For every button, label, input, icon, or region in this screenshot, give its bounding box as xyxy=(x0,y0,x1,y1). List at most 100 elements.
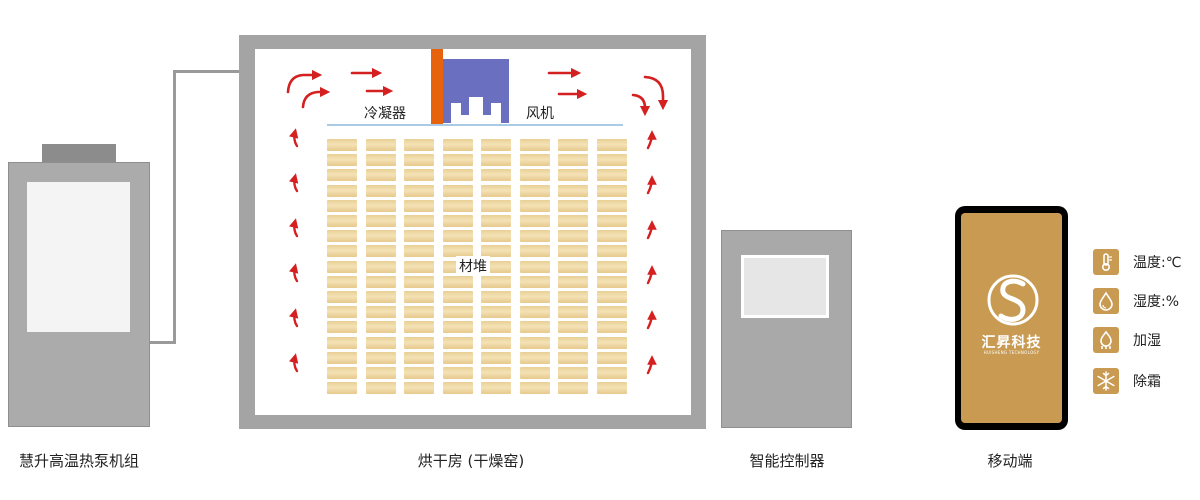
wood-stack-bar xyxy=(327,230,357,243)
wood-stack-bar xyxy=(365,184,396,197)
wood-stack-bar xyxy=(327,169,357,182)
wood-stack-bar xyxy=(365,199,396,212)
wood-stack-bar xyxy=(442,199,473,212)
wood-stack-bar xyxy=(442,291,473,303)
legend-item-humidify: 加湿 xyxy=(1093,326,1161,354)
wood-stack-bar xyxy=(519,139,550,151)
wood-stack-bar xyxy=(596,215,627,227)
wood-stack-bar xyxy=(519,245,550,258)
wood-stack-bar xyxy=(481,291,511,303)
thermometer-icon xyxy=(1093,249,1119,275)
wood-stack-bar xyxy=(558,336,588,349)
wood-stack-bar xyxy=(327,306,357,319)
wood-stack-bar xyxy=(596,230,627,243)
wood-stack-bar xyxy=(365,215,396,227)
wood-stack-bar xyxy=(327,154,357,167)
wood-stack-bar xyxy=(558,139,588,151)
wood-stack-bar xyxy=(404,230,434,243)
wood-stack-bar xyxy=(327,367,357,379)
wood-stack-bar xyxy=(404,215,434,227)
wood-stack-bar xyxy=(327,139,357,151)
wood-stack-bar xyxy=(558,215,588,227)
wood-stack-bar xyxy=(596,199,627,212)
wood-stack-bar xyxy=(327,215,357,227)
wood-stack-bar xyxy=(442,382,473,395)
snowflake-icon xyxy=(1093,368,1119,394)
wood-stack-bar xyxy=(519,260,550,273)
wood-stack-bar xyxy=(558,382,588,395)
wood-stack-bar xyxy=(365,275,396,288)
wood-stack-bar xyxy=(596,169,627,182)
heat-pump-grille xyxy=(27,182,130,332)
heat-pump-top-cap xyxy=(42,144,116,163)
wood-stack-bar xyxy=(481,154,511,167)
wood-stack-bar xyxy=(442,154,473,167)
wood-stack-bar xyxy=(481,245,511,258)
wood-stack-bar xyxy=(365,139,396,151)
wood-stack-bar xyxy=(404,169,434,182)
wood-stack-bar xyxy=(481,336,511,349)
wood-stack-bar xyxy=(442,169,473,182)
condenser xyxy=(431,49,443,125)
wood-stack-bar xyxy=(596,367,627,379)
wood-stack-bar xyxy=(481,169,511,182)
wood-stack-bar xyxy=(442,139,473,151)
wood-stack-bar xyxy=(404,154,434,167)
wood-stack-bar xyxy=(365,291,396,303)
wood-stack-bar xyxy=(519,382,550,395)
wood-stack-bar xyxy=(404,382,434,395)
wood-stack-bar xyxy=(596,351,627,364)
mobile-caption: 移动端 xyxy=(987,452,1033,470)
wood-stack-bar xyxy=(365,260,396,273)
wood-stack-bar xyxy=(404,199,434,212)
wood-stack-bar xyxy=(442,184,473,197)
humidity-drop-icon xyxy=(1093,288,1119,314)
wood-stack-bar xyxy=(558,154,588,167)
wood-stack-bar xyxy=(596,154,627,167)
wood-stack-bar xyxy=(327,199,357,212)
legend-label: 除霜 xyxy=(1133,374,1161,390)
wood-stack-bar xyxy=(481,215,511,227)
legend-item-humidity: 湿度:% xyxy=(1093,287,1179,315)
legend-label: 加湿 xyxy=(1133,333,1161,349)
wood-stack-bar xyxy=(519,199,550,212)
wood-stack-bar xyxy=(404,336,434,349)
wood-stack-bar xyxy=(327,245,357,258)
wood-stack-bar xyxy=(596,382,627,395)
controller-screen xyxy=(741,255,829,318)
wood-stack-bar xyxy=(404,306,434,319)
wood-stack-bar xyxy=(481,367,511,379)
wood-stack-bar xyxy=(365,245,396,258)
wood-stack-bar xyxy=(365,351,396,364)
humidifier-icon xyxy=(1093,327,1119,353)
wood-stack-bar xyxy=(404,245,434,258)
condenser-label: 冷凝器 xyxy=(364,106,406,122)
legend-label: 温度:℃ xyxy=(1133,255,1182,271)
wood-stack-bar xyxy=(519,351,550,364)
wood-stack-bar xyxy=(596,306,627,319)
wood-stack-bar xyxy=(596,139,627,151)
wood-stack-bar xyxy=(481,382,511,395)
wood-stack-bar xyxy=(519,291,550,303)
wood-stack-bar xyxy=(558,184,588,197)
wood-stack-bar xyxy=(365,306,396,319)
wood-stack-bar xyxy=(327,351,357,364)
wood-stack-bar xyxy=(404,139,434,151)
stack-label: 材堆 xyxy=(456,256,490,276)
wood-stack-bar xyxy=(404,260,434,273)
legend-item-temperature: 温度:℃ xyxy=(1093,248,1181,276)
wood-stack-bar xyxy=(519,367,550,379)
dryer-caption: 烘干房 (干燥窑) xyxy=(417,452,525,470)
pipe-upper-horizontal xyxy=(173,70,240,73)
wood-stack-bar xyxy=(558,169,588,182)
wood-stack-bar xyxy=(404,275,434,288)
wood-stack-bar xyxy=(519,154,550,167)
wood-stack-bar xyxy=(558,199,588,212)
wood-stack-bar xyxy=(327,260,357,273)
wood-stack-bar xyxy=(365,367,396,379)
wood-stack-bar xyxy=(365,382,396,395)
wood-stack-bar xyxy=(327,336,357,349)
wood-stack-bar xyxy=(365,321,396,334)
wood-stack-bar xyxy=(596,245,627,258)
wood-stack-bar xyxy=(442,275,473,288)
